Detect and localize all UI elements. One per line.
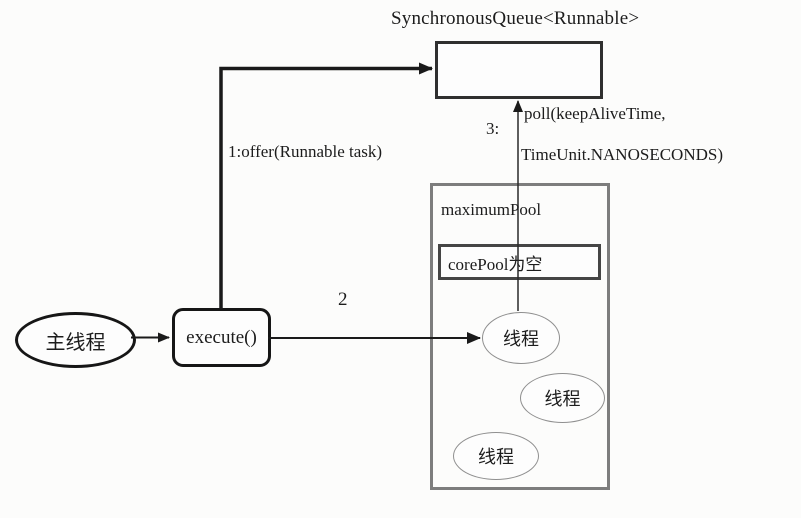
offer-arrow xyxy=(219,62,433,309)
thread-node-1: 线程 xyxy=(482,312,560,364)
poll-label-line1: poll(keepAliveTime, xyxy=(524,104,666,123)
core-pool-label: corePool为空 xyxy=(448,254,543,274)
offer-edge-label: 1:offer(Runnable task) xyxy=(228,142,383,161)
poll-label-line2: TimeUnit.NANOSECONDS) xyxy=(521,145,723,164)
maximum-pool-label: maximumPool xyxy=(441,200,542,219)
step3-edge-label: 3: xyxy=(486,119,500,138)
main-thread-node: 主线程 xyxy=(15,312,136,368)
thread-node-3: 线程 xyxy=(453,432,539,480)
step2-edge-label: 2 xyxy=(338,289,348,310)
core-pool-box: corePool为空 xyxy=(438,244,601,280)
synchronous-queue-box xyxy=(435,41,603,99)
thread-node-2: 线程 xyxy=(520,373,605,423)
queue-title: SynchronousQueue<Runnable> xyxy=(391,8,640,29)
execute-node: execute() xyxy=(172,308,271,367)
